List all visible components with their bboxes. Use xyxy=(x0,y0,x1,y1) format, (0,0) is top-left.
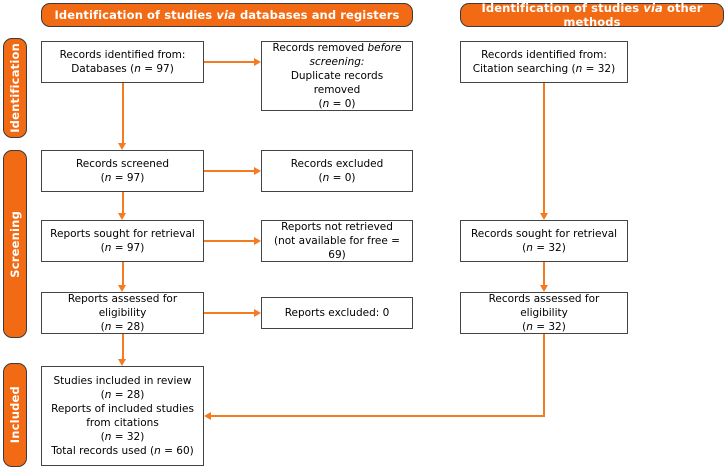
rail-included: Included xyxy=(3,363,27,467)
arrowhead-sought-to-assessed-right xyxy=(539,285,548,292)
box-records-screened: Records screened(n = 97) xyxy=(41,150,204,192)
arrowhead-assessed-to-reports-excluded xyxy=(254,308,261,317)
box-reports-excluded-text: Reports excluded: 0 xyxy=(284,307,390,319)
box-records-assessed-right: Records assessed for eligibility(n = 32) xyxy=(460,292,628,334)
box-reports-not-retrieved: Reports not retrieved(not available for … xyxy=(261,220,413,262)
box-citation-identified-text: Records identified from:Citation searchi… xyxy=(472,49,616,75)
connector-citation-to-sought-right xyxy=(543,83,545,213)
rail-identification: Identification xyxy=(3,38,27,138)
box-studies-included-text: Studies included in review(n = 28)Report… xyxy=(51,375,194,457)
arrowhead-sought-to-assessed xyxy=(118,285,126,292)
arrowhead-screened-to-excluded xyxy=(254,166,261,175)
connector-assessed-to-included xyxy=(121,334,124,359)
box-reports-not-retrieved-text: Reports not retrieved(not available for … xyxy=(274,221,400,261)
connector-identified-to-removed xyxy=(204,61,254,63)
arrowhead-right-assessed-to-included xyxy=(204,412,211,420)
box-records-identified-text: Records identified from:Databases (n = 9… xyxy=(59,49,186,75)
banner-databases-and-registers: Identification of studies via databases … xyxy=(41,3,413,27)
connector-sought-to-not-retrieved xyxy=(204,240,254,242)
rail-screening: Screening xyxy=(3,150,27,338)
rail-identification-label: Identification xyxy=(8,43,22,133)
connector-identified-to-screened xyxy=(121,83,124,143)
box-reports-sought-text: Reports sought for retrieval(n = 97) xyxy=(50,228,195,254)
connector-right-assessed-elbow-vertical xyxy=(543,334,545,417)
box-records-assessed-right-text: Records assessed for eligibility(n = 32) xyxy=(488,293,600,333)
box-records-sought-right: Records sought for retrieval(n = 32) xyxy=(460,220,628,262)
box-records-excluded: Records excluded(n = 0) xyxy=(261,150,413,192)
box-reports-sought: Reports sought for retrieval(n = 97) xyxy=(41,220,204,262)
box-records-screened-text: Records screened(n = 97) xyxy=(75,158,170,184)
box-records-sought-right-text: Records sought for retrieval(n = 32) xyxy=(470,228,618,254)
connector-sought-to-assessed xyxy=(121,262,124,285)
box-records-excluded-text: Records excluded(n = 0) xyxy=(290,158,384,184)
box-records-identified: Records identified from:Databases (n = 9… xyxy=(41,41,204,83)
arrowhead-assessed-to-included xyxy=(118,359,126,366)
arrowhead-identified-to-removed xyxy=(254,57,261,66)
connector-right-assessed-elbow-horizontal xyxy=(211,415,545,417)
banner-databases-text: Identification of studies via databases … xyxy=(54,8,400,22)
connector-sought-to-assessed-right xyxy=(543,262,545,285)
banner-other-methods: Identification of studies via other meth… xyxy=(460,1,724,29)
box-reports-assessed: Reports assessed for eligibility(n = 28) xyxy=(41,292,204,334)
box-citation-identified: Records identified from:Citation searchi… xyxy=(460,41,628,83)
connector-assessed-to-reports-excluded xyxy=(204,312,254,314)
banner-other-text: Identification of studies via other meth… xyxy=(481,1,703,29)
arrowhead-screened-to-sought xyxy=(118,213,126,220)
connector-screened-to-sought xyxy=(121,192,124,213)
arrowhead-identified-to-screened xyxy=(118,143,126,150)
arrowhead-citation-to-sought-right xyxy=(539,213,548,220)
arrowhead-sought-to-not-retrieved xyxy=(254,236,261,245)
box-studies-included: Studies included in review(n = 28)Report… xyxy=(41,366,204,466)
box-reports-assessed-text: Reports assessed for eligibility(n = 28) xyxy=(67,293,178,333)
rail-included-label: Included xyxy=(8,386,22,444)
box-reports-excluded: Reports excluded: 0 xyxy=(261,297,413,329)
connector-screened-to-excluded xyxy=(204,170,254,172)
rail-screening-label: Screening xyxy=(8,210,22,278)
